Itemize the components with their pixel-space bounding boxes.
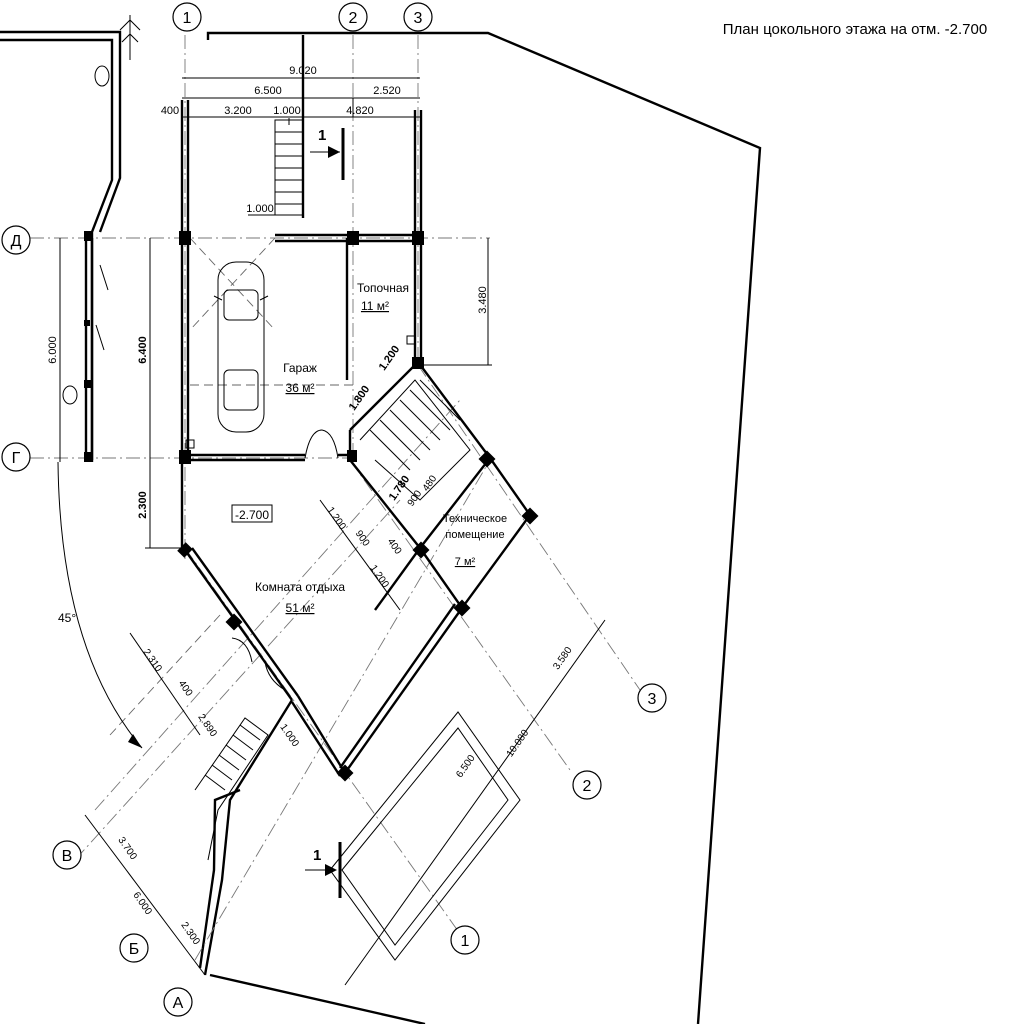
svg-text:9.020: 9.020 xyxy=(289,65,317,77)
stair-top xyxy=(274,118,304,216)
svg-text:36 м²: 36 м² xyxy=(286,381,315,395)
axis-bubble-1-top: 1 xyxy=(172,2,202,32)
axis-bubble-3-right: 3 xyxy=(637,683,667,713)
svg-text:Топочная: Топочная xyxy=(357,281,409,295)
svg-text:3.480: 3.480 xyxy=(477,286,489,314)
axis-bubble-g: Г xyxy=(1,442,31,472)
svg-text:-2.700: -2.700 xyxy=(235,508,269,522)
svg-text:1.000: 1.000 xyxy=(277,722,301,749)
svg-text:3: 3 xyxy=(648,691,657,708)
svg-text:2.310: 2.310 xyxy=(140,647,164,674)
svg-text:Г: Г xyxy=(12,450,21,467)
svg-text:Д: Д xyxy=(11,233,22,250)
svg-text:В: В xyxy=(62,848,73,865)
svg-text:2.300: 2.300 xyxy=(178,920,202,947)
svg-text:1.200: 1.200 xyxy=(377,344,403,373)
doors xyxy=(185,335,416,691)
svg-text:1.000: 1.000 xyxy=(246,203,274,215)
room-boiler: Топочная 11 м² xyxy=(357,281,409,313)
svg-text:Техническое: Техническое xyxy=(443,513,507,525)
svg-text:6.500: 6.500 xyxy=(454,753,478,780)
car-icon xyxy=(213,261,269,433)
svg-text:1.200: 1.200 xyxy=(367,563,391,590)
plan-title: План цокольного этажа на отм. -2.700 xyxy=(723,21,987,38)
axis-bubble-1-bottom: 1 xyxy=(450,925,480,955)
svg-text:1: 1 xyxy=(313,847,321,864)
svg-text:3.200: 3.200 xyxy=(224,105,252,117)
room-garage: Гараж 36 м² xyxy=(283,361,317,395)
room-rest: Комната отдыха 51 м² xyxy=(255,580,345,615)
svg-text:Гараж: Гараж xyxy=(283,361,317,375)
axis-bubble-a: А xyxy=(163,987,193,1017)
columns xyxy=(84,231,539,782)
svg-text:1: 1 xyxy=(318,127,326,144)
section-mark-top: 1 xyxy=(310,127,345,180)
svg-text:2.890: 2.890 xyxy=(195,712,219,739)
axis-bubble-v: В xyxy=(52,840,82,870)
stair-bottom xyxy=(194,717,269,861)
axis-bubble-b: Б xyxy=(119,933,149,963)
svg-text:2.300: 2.300 xyxy=(137,491,149,519)
pool xyxy=(329,711,521,961)
stair-diagonal xyxy=(359,379,471,501)
svg-text:6.000: 6.000 xyxy=(130,890,154,917)
svg-text:2.520: 2.520 xyxy=(373,85,401,97)
level-mark: -2.700 xyxy=(231,504,273,523)
svg-text:2: 2 xyxy=(583,778,592,795)
svg-text:Комната отдыха: Комната отдыха xyxy=(255,580,345,594)
axis-bubble-2-top: 2 xyxy=(338,2,368,32)
svg-text:7 м²: 7 м² xyxy=(455,556,476,568)
svg-text:400: 400 xyxy=(161,105,179,117)
svg-text:400: 400 xyxy=(176,679,195,699)
svg-text:3.700: 3.700 xyxy=(115,835,139,862)
svg-text:45°: 45° xyxy=(58,611,76,625)
axis-bubble-3-top: 3 xyxy=(403,2,433,32)
svg-text:6.000: 6.000 xyxy=(47,336,59,364)
svg-text:помещение: помещение xyxy=(445,529,504,541)
svg-text:480: 480 xyxy=(421,473,440,493)
svg-text:1: 1 xyxy=(183,10,192,27)
svg-text:4.820: 4.820 xyxy=(346,105,374,117)
svg-text:1.200: 1.200 xyxy=(324,505,348,532)
site-outline xyxy=(0,30,762,1024)
svg-text:900: 900 xyxy=(353,529,372,549)
angle-arc: 45° xyxy=(57,461,143,749)
svg-text:51 м²: 51 м² xyxy=(286,601,315,615)
axis-bubble-d: Д xyxy=(1,225,31,255)
svg-text:10.080: 10.080 xyxy=(505,728,532,760)
svg-text:6.400: 6.400 xyxy=(137,336,149,364)
room-tech: Техническое помещение 7 м² xyxy=(443,513,507,568)
svg-text:Б: Б xyxy=(129,941,140,958)
svg-text:6.500: 6.500 xyxy=(254,85,282,97)
svg-text:2: 2 xyxy=(349,10,358,27)
axis-bubble-2-right: 2 xyxy=(572,770,602,800)
svg-text:1.000: 1.000 xyxy=(273,105,301,117)
axis-lines xyxy=(30,35,641,961)
tree-icon xyxy=(62,15,141,405)
svg-text:А: А xyxy=(173,995,184,1012)
svg-text:1: 1 xyxy=(461,933,470,950)
svg-text:11 м²: 11 м² xyxy=(361,299,389,313)
svg-text:900: 900 xyxy=(406,488,425,508)
section-mark-bottom: 1 xyxy=(305,842,342,898)
svg-text:3: 3 xyxy=(414,10,423,27)
svg-text:1.800: 1.800 xyxy=(347,384,373,413)
dimension-lines xyxy=(59,77,606,986)
svg-text:400: 400 xyxy=(385,537,404,557)
